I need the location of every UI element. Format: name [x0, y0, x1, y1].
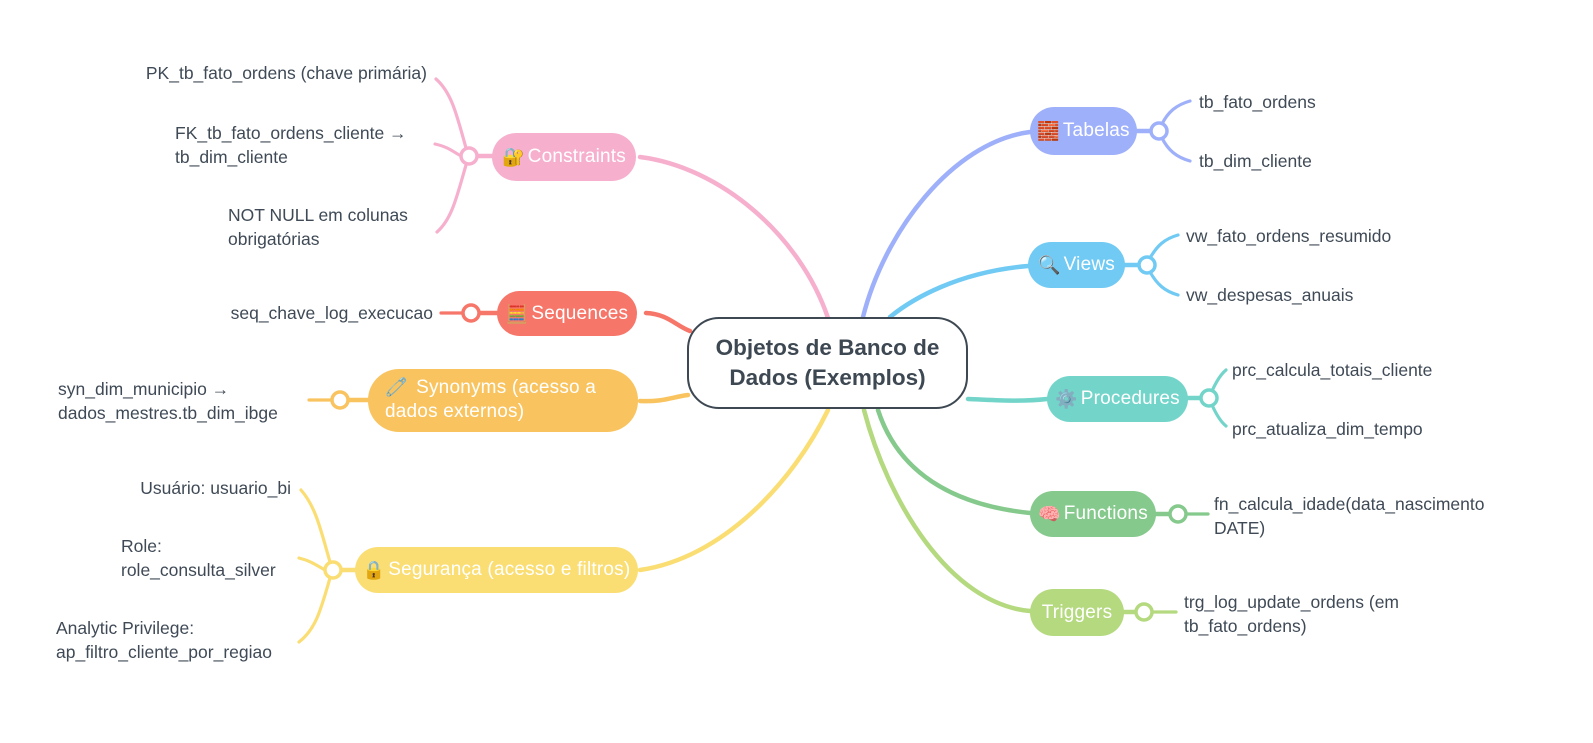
child-constraints-pk[interactable]: PK_tb_fato_ordens (chave primária) [145, 63, 427, 83]
locked-with-key-icon: 🔐 [502, 147, 525, 167]
branch-label: Procedures [1080, 388, 1180, 409]
child-synonyms-syn[interactable]: syn_dim_municipio → dados_mestres.tb_dim… [58, 379, 278, 423]
branch-node-functions[interactable]: 🧠 Functions [1030, 491, 1156, 537]
branch-node-synonyms[interactable]: 🧷 Synonyms (acesso a dados externos) [368, 369, 638, 432]
child-views-resumido[interactable]: vw_fato_ordens_resumido [1186, 226, 1392, 246]
branch-label: Sequences [531, 302, 629, 324]
lock-icon: 🔒 [362, 560, 386, 580]
child-procedures-tempo[interactable]: prc_atualiza_dim_tempo [1232, 419, 1423, 439]
branch-node-sequences[interactable]: 🧮 Sequences [497, 291, 637, 336]
branch-label: Functions [1063, 503, 1148, 524]
child-sequences-seq[interactable]: seq_chave_log_execucao [230, 303, 433, 323]
branch-label: Triggers [1041, 601, 1113, 623]
branch-node-triggers[interactable]: Triggers [1030, 589, 1124, 636]
branch-node-seguranca[interactable]: 🔒 Segurança (acesso e filtros) [355, 547, 638, 593]
branch-label: Synonyms (acesso a dados externos) [385, 377, 597, 422]
branch-node-views[interactable]: 🔍 Views [1028, 242, 1125, 288]
brick-icon: 🧱 [1037, 121, 1060, 141]
branch-label: Tabelas [1062, 120, 1130, 141]
child-triggers-log[interactable]: trg_log_update_ordens (em tb_fato_ordens… [1184, 592, 1400, 636]
child-seguranca-usuario[interactable]: Usuário: usuario_bi [140, 478, 291, 498]
branch-node-procedures[interactable]: ⚙️ Procedures [1047, 376, 1188, 422]
child-functions-idade[interactable]: fn_calcula_idade(data_nascimento DATE) [1214, 494, 1485, 538]
magnifying-glass-icon: 🔍 [1038, 255, 1061, 275]
child-procedures-totais[interactable]: prc_calcula_totais_cliente [1232, 360, 1433, 380]
child-seguranca-role[interactable]: Role: role_consulta_silver [121, 536, 276, 580]
gear-icon: ⚙️ [1055, 389, 1078, 409]
child-constraints-notnull[interactable]: NOT NULL em colunas obrigatórias [228, 205, 408, 249]
abacus-icon: 🧮 [505, 303, 529, 324]
branch-label: Segurança (acesso e filtros) [388, 559, 631, 580]
child-tabelas-fato[interactable]: tb_fato_ordens [1199, 92, 1316, 112]
branch-node-constraints[interactable]: 🔐 Constraints [492, 133, 636, 181]
brain-icon: 🧠 [1038, 504, 1061, 524]
branch-node-tabelas[interactable]: 🧱 Tabelas [1030, 107, 1137, 155]
branch-label: Views [1063, 254, 1115, 275]
child-views-anuais[interactable]: vw_despesas_anuais [1186, 285, 1354, 305]
branch-label: Constraints [527, 146, 626, 167]
central-node[interactable]: Objetos de Banco de Dados (Exemplos) [687, 317, 968, 409]
child-constraints-fk[interactable]: FK_tb_fato_ordens_cliente → tb_dim_clien… [175, 123, 407, 167]
child-seguranca-privilege[interactable]: Analytic Privilege: ap_filtro_cliente_po… [56, 618, 272, 662]
child-tabelas-dim[interactable]: tb_dim_cliente [1199, 151, 1312, 171]
safety-pin-icon: 🧷 [385, 377, 408, 397]
